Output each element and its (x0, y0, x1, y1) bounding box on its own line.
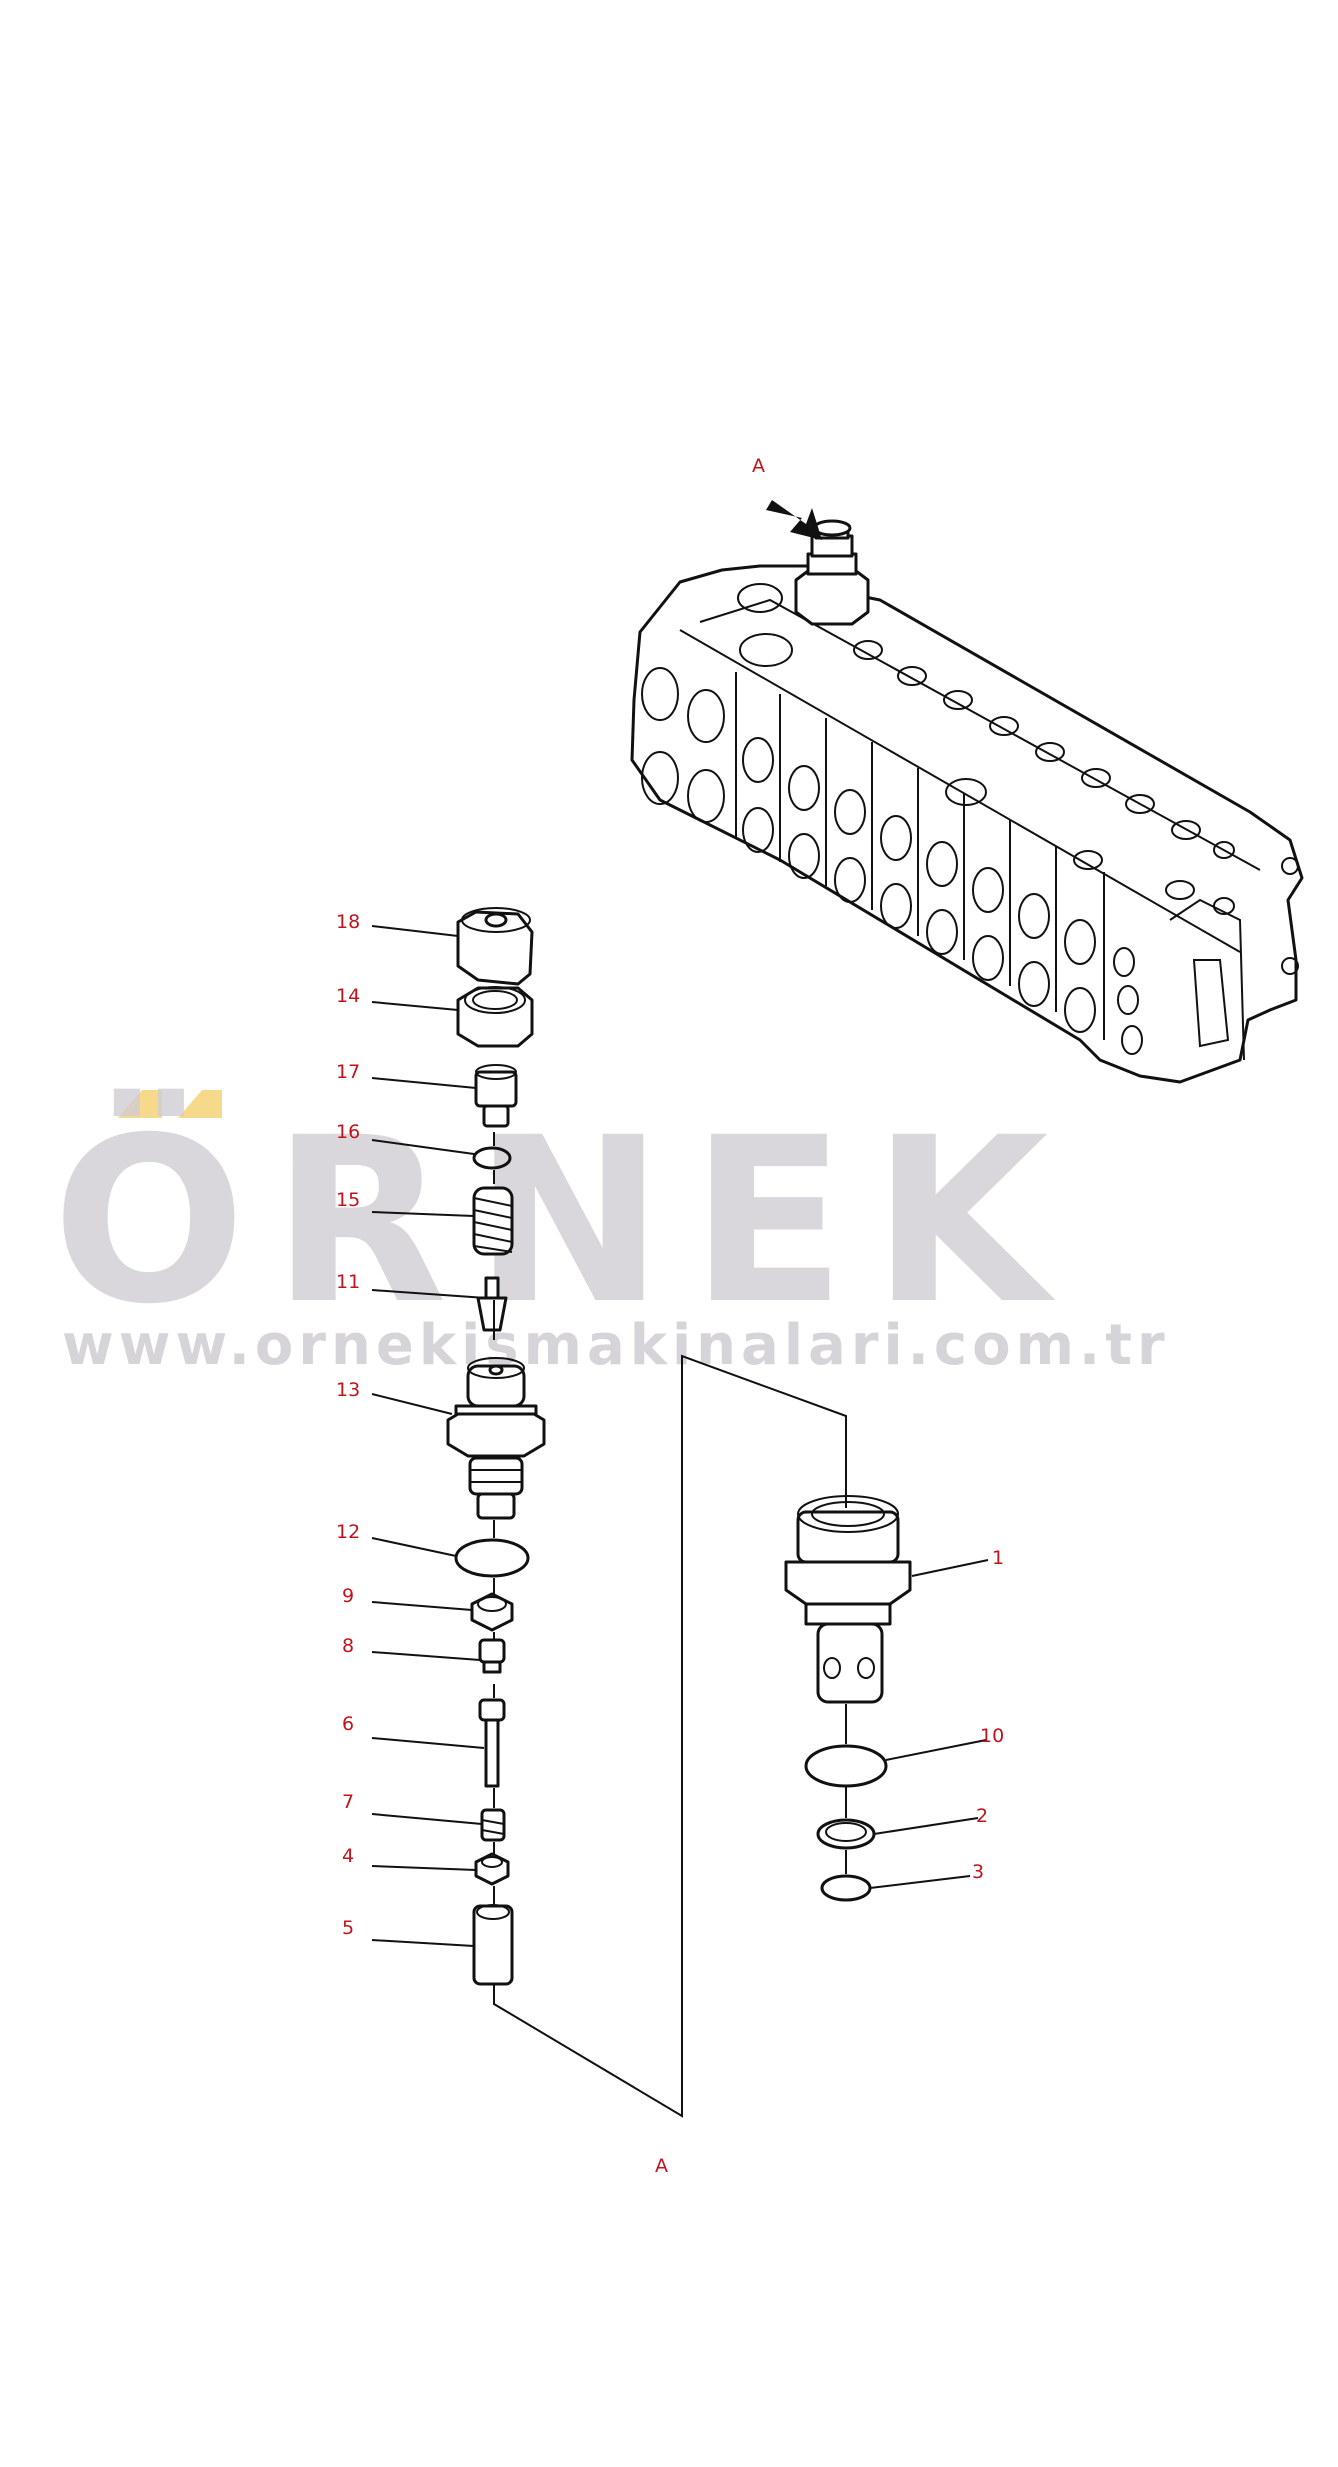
callout-4: 4 (342, 1845, 354, 1867)
callout-18: 18 (336, 911, 360, 933)
part-13-sleeve (446, 1357, 546, 1520)
view-mark-top: A (752, 455, 765, 477)
part-15-spring (472, 1186, 514, 1256)
part-8-nut (478, 1638, 506, 1674)
callout-11: 11 (336, 1271, 360, 1293)
callout-12: 12 (336, 1521, 360, 1543)
part-16-o-ring (472, 1146, 512, 1170)
part-14-nut (456, 986, 534, 1048)
watermark-url: www.ornekismakinalari.com.tr (62, 1313, 1170, 1378)
part-5-piston (472, 1904, 514, 1986)
callout-9: 9 (342, 1585, 354, 1607)
valve-top-ports (737, 583, 1299, 975)
part-3-o-ring (820, 1874, 872, 1902)
part-17-plug (474, 1064, 518, 1128)
callout-5: 5 (342, 1917, 354, 1939)
assembly-path (493, 1132, 847, 2118)
watermark-accent-mark-right (178, 1090, 222, 1118)
part-2-backup-ring (816, 1818, 876, 1850)
cartridge-exploded-stack (446, 907, 546, 1986)
part-7-spring (480, 1808, 506, 1842)
callout-17: 17 (336, 1061, 360, 1083)
callout-13: 13 (336, 1379, 360, 1401)
valve-section-lines (679, 598, 1261, 1061)
part-18-cap (456, 907, 534, 986)
part-12-o-ring (454, 1538, 530, 1578)
watermark: ÖRNEK www.ornekismakinalari.com.tr (52, 1088, 1170, 1378)
control-valve-assembly (630, 500, 1304, 1084)
callout-7: 7 (342, 1791, 354, 1813)
watermark-brand: ÖRNEK (52, 1088, 1075, 1354)
callout-3: 3 (972, 1861, 984, 1883)
watermark-accent-mark-left (118, 1090, 162, 1118)
callout-1: 1 (992, 1547, 1004, 1569)
part-9-ring (470, 1592, 514, 1632)
part-4-washer (474, 1852, 510, 1886)
leader-lines (371, 925, 989, 1947)
callout-10: 10 (980, 1725, 1004, 1747)
part-11-poppet (476, 1276, 508, 1332)
valve-seat-subassembly (784, 1495, 912, 1902)
part-10-o-ring (804, 1744, 888, 1788)
callout-6: 6 (342, 1713, 354, 1735)
valve-front-ports (641, 667, 1143, 1055)
valve-body (630, 564, 1304, 1084)
callout-labels: A A 18 14 17 16 15 11 13 12 9 8 6 7 4 5 … (336, 455, 1004, 2177)
relief-valve-installed (794, 519, 870, 626)
callout-14: 14 (336, 985, 360, 1007)
callout-8: 8 (342, 1635, 354, 1657)
view-mark-bottom: A (655, 2155, 668, 2177)
part-6-pin (478, 1698, 506, 1788)
callout-2: 2 (976, 1805, 988, 1827)
callout-15: 15 (336, 1189, 360, 1211)
part-1-seat (784, 1495, 912, 1704)
view-arrow (766, 500, 822, 540)
callout-16: 16 (336, 1121, 360, 1143)
